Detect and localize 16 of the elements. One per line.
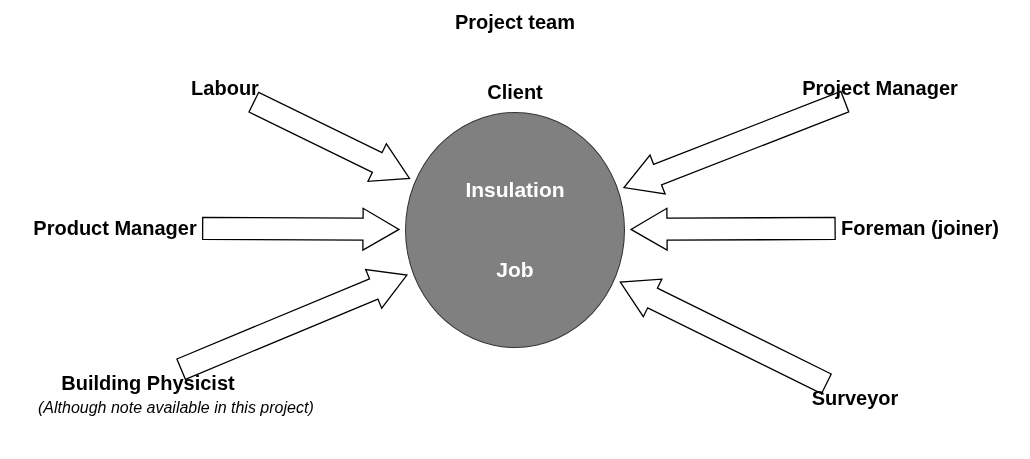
block-arrow [248,91,411,183]
block-arrow [176,268,409,381]
group-label: Client [487,80,543,104]
block-arrow [201,207,401,252]
block-arrow [629,207,836,252]
role-label: Labour [191,76,259,100]
note-text: (Although note available in this project) [38,399,314,417]
role-label: Foreman (joiner) [841,216,999,240]
circle-text: Job [496,257,534,282]
role-label: Surveyor [811,386,899,410]
role-label: Product Manager [33,216,197,240]
block-arrow [622,90,850,195]
role-label: Project Manager [802,76,958,100]
circle-text: Insulation [465,178,565,203]
role-label: Building Physicist [61,371,235,395]
diagram-title: Project team [454,10,576,34]
